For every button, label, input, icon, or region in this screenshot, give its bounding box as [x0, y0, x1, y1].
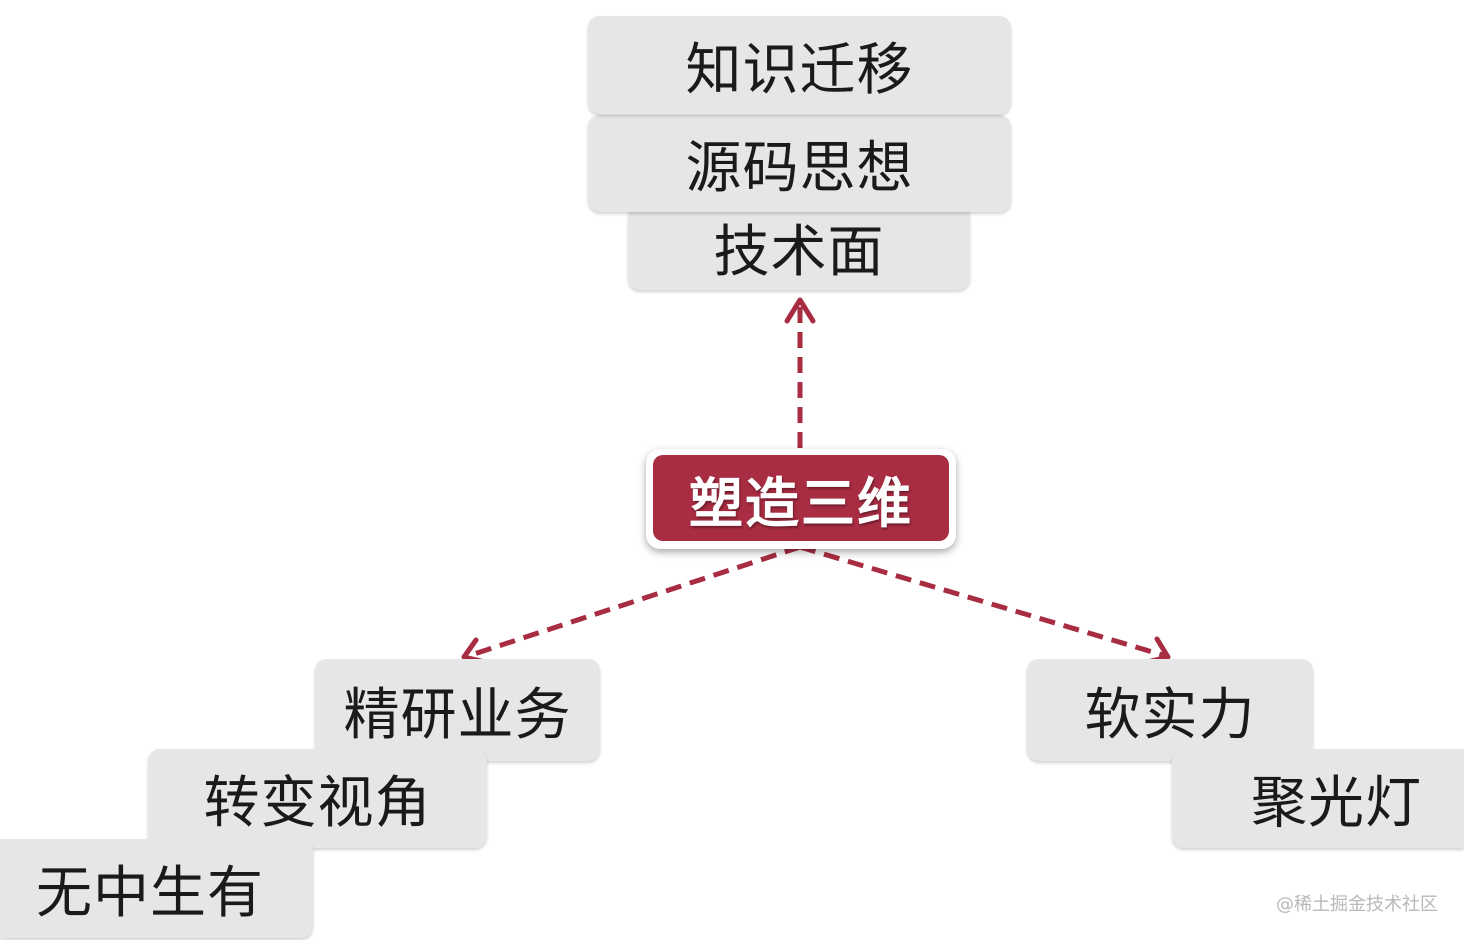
node-business-study-label: 精研业务 — [343, 682, 572, 748]
node-knowledge-transfer-label: 知识迁移 — [685, 37, 914, 103]
node-source-thinking-label: 源码思想 — [685, 136, 914, 201]
node-soft-skills: 软实力 — [1027, 659, 1313, 761]
center-node-label: 塑造三维 — [689, 471, 913, 535]
arrow-to-left — [467, 544, 801, 659]
node-spotlight: 聚光灯 — [1172, 749, 1464, 848]
node-technical-label: 技术面 — [713, 220, 885, 285]
node-change-perspective-label: 转变视角 — [203, 771, 432, 836]
center-node-fill: 塑造三维 — [653, 455, 949, 541]
node-technical: 技术面 — [628, 205, 970, 290]
center-node: 塑造三维 — [646, 449, 956, 549]
arrow-to-right — [799, 544, 1167, 659]
node-business-study: 精研业务 — [315, 659, 600, 761]
arrowhead-top — [784, 297, 816, 324]
node-source-thinking: 源码思想 — [588, 115, 1011, 212]
node-change-perspective: 转变视角 — [148, 749, 487, 848]
node-knowledge-transfer: 知识迁移 — [588, 16, 1011, 114]
node-create-from-nothing-label: 无中生有 — [36, 861, 264, 926]
node-soft-skills-label: 软实力 — [1084, 682, 1256, 748]
watermark: @稀土掘金技术社区 — [1276, 894, 1438, 915]
node-create-from-nothing: 无中生有 — [0, 839, 313, 938]
node-spotlight-label: 聚光灯 — [1251, 771, 1422, 836]
